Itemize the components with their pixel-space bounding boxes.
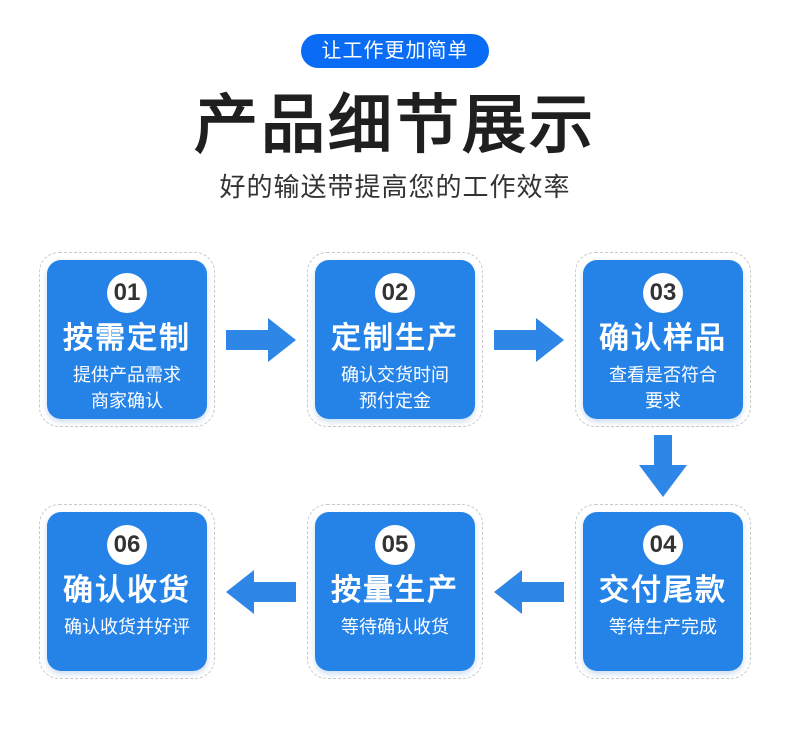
step-card-01: 01 按需定制 提供产品需求 商家确认 xyxy=(39,252,215,427)
flow-row-top: 01 按需定制 提供产品需求 商家确认 02 定制生产 确认交货时间 预付定金 xyxy=(0,252,790,427)
step-number-badge: 02 xyxy=(375,273,415,313)
step-card-03: 03 确认样品 查看是否符合 要求 xyxy=(575,252,751,427)
page-subtitle: 好的输送带提高您的工作效率 xyxy=(219,172,571,202)
step-card-06: 06 确认收货 确认收货并好评 xyxy=(39,504,215,679)
step-number-badge: 06 xyxy=(107,525,147,565)
step-description: 确认交货时间 预付定金 xyxy=(341,365,449,411)
step-description: 查看是否符合 要求 xyxy=(609,365,717,411)
flow-row-bottom: 06 确认收货 确认收货并好评 05 按量生产 等待确认收货 04 xyxy=(0,504,790,679)
step-number-badge: 03 xyxy=(643,273,683,313)
step-card-05: 05 按量生产 等待确认收货 xyxy=(307,504,483,679)
arrow-left-icon xyxy=(494,569,564,614)
flow-connector xyxy=(215,568,307,616)
step-number-badge: 04 xyxy=(643,525,683,565)
step-description: 确认收货并好评 xyxy=(64,617,190,637)
arrow-right-icon xyxy=(226,317,296,362)
flow-connector xyxy=(483,316,575,364)
step-description: 等待生产完成 xyxy=(609,617,717,637)
step-title: 确认收货 xyxy=(63,574,191,607)
flow-connector xyxy=(483,568,575,616)
step-description: 提供产品需求 商家确认 xyxy=(73,365,181,411)
step-description: 等待确认收货 xyxy=(341,617,449,637)
page-title: 产品细节展示 xyxy=(194,89,596,161)
step-number-badge: 01 xyxy=(107,273,147,313)
flow-connector xyxy=(215,316,307,364)
step-number-badge: 05 xyxy=(375,525,415,565)
process-flow-diagram: 01 按需定制 提供产品需求 商家确认 02 定制生产 确认交货时间 预付定金 xyxy=(0,252,790,679)
arrow-down-icon xyxy=(639,435,687,497)
step-card-04: 04 交付尾款 等待生产完成 xyxy=(575,504,751,679)
step-title: 按需定制 xyxy=(63,322,191,355)
step-title: 交付尾款 xyxy=(599,574,727,607)
step-title: 定制生产 xyxy=(331,322,459,355)
banner-pill: 让工作更加简单 xyxy=(301,34,489,68)
step-title: 确认样品 xyxy=(599,322,727,355)
flow-connector-down xyxy=(0,427,790,504)
step-card-02: 02 定制生产 确认交货时间 预付定金 xyxy=(307,252,483,427)
step-title: 按量生产 xyxy=(331,574,459,607)
arrow-right-icon xyxy=(494,317,564,362)
arrow-left-icon xyxy=(226,569,296,614)
